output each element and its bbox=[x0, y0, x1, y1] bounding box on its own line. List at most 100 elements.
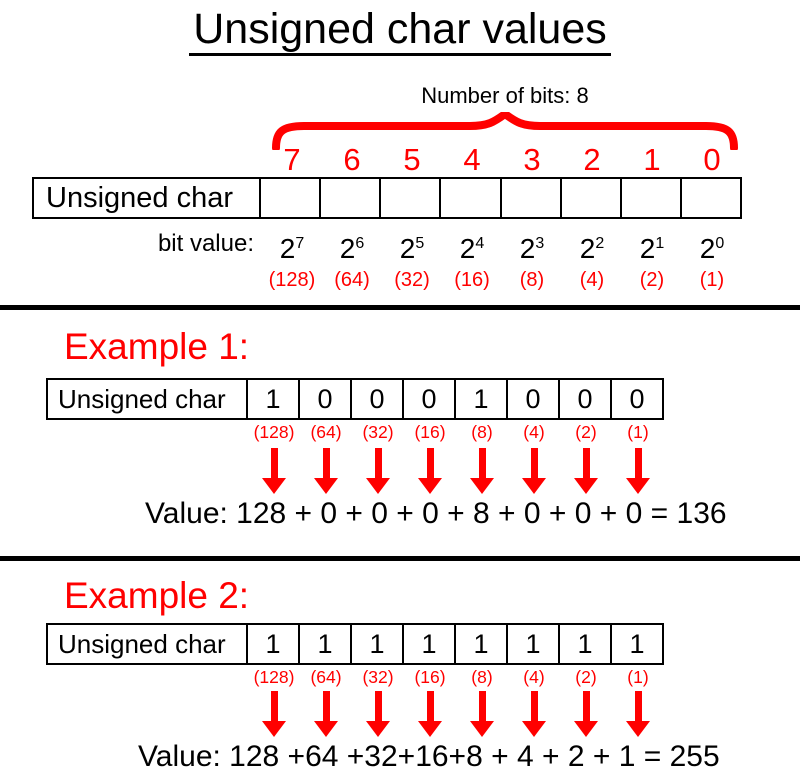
bit-cell bbox=[682, 179, 740, 217]
weight-label: (64) bbox=[334, 269, 370, 291]
example-1-register-table: Unsigned char 1 0 0 0 1 0 0 0 bbox=[46, 378, 664, 420]
arrow-down-icon bbox=[300, 448, 352, 494]
spacer bbox=[32, 268, 262, 292]
weight-label: (128) bbox=[253, 422, 295, 442]
bit-cell: 1 bbox=[456, 380, 508, 418]
bit-value-row: bit value: 27 26 25 24 23 22 21 20 bbox=[32, 227, 800, 266]
bit-cell bbox=[562, 179, 622, 217]
bit-index-1: 1 bbox=[643, 142, 661, 177]
weight-label: (1) bbox=[627, 667, 649, 687]
bit-index-6: 6 bbox=[343, 142, 361, 177]
weight-label: (16) bbox=[414, 422, 446, 442]
example-2-value-formula: Value: 128 +64 +32+16+8 + 4 + 2 + 1 = 25… bbox=[138, 740, 720, 773]
weight-label: (128) bbox=[268, 269, 316, 291]
weight-label: (8) bbox=[519, 269, 545, 291]
arrow-down-icon bbox=[404, 691, 456, 737]
bit-cell: 1 bbox=[248, 380, 300, 418]
weight-label: (1) bbox=[699, 269, 725, 291]
register-label: Unsigned char bbox=[34, 179, 262, 217]
example-1-arrow-row bbox=[248, 448, 800, 494]
example-2-arrow-row bbox=[248, 691, 800, 737]
example-1-heading: Example 1: bbox=[64, 326, 250, 367]
example-1-value-formula: Value: 128 + 0 + 0 + 0 + 8 + 0 + 0 + 0 =… bbox=[145, 497, 727, 530]
page-title: Unsigned char values bbox=[189, 6, 611, 56]
power-2-6: 26 bbox=[339, 233, 365, 264]
power-2-1: 21 bbox=[639, 233, 665, 264]
weight-label: (2) bbox=[575, 667, 597, 687]
bit-cell: 0 bbox=[560, 380, 612, 418]
section-divider bbox=[0, 556, 800, 561]
bit-cell bbox=[502, 179, 562, 217]
register-label: Unsigned char bbox=[48, 625, 248, 663]
number-of-bits-label: Number of bits: 8 bbox=[421, 83, 589, 108]
register-table: Unsigned char bbox=[32, 177, 742, 219]
example-2-section: Example 2: Unsigned char 1 1 1 1 1 1 1 1… bbox=[0, 574, 800, 773]
arrow-down-icon bbox=[352, 691, 404, 737]
weight-label: (32) bbox=[394, 269, 430, 291]
bit-cell: 0 bbox=[300, 380, 352, 418]
arrow-down-icon bbox=[456, 448, 508, 494]
weight-row: (128) (64) (32) (16) (8) (4) (2) (1) bbox=[32, 268, 800, 292]
example-1-section: Example 1: Unsigned char 1 0 0 0 1 0 0 0… bbox=[0, 325, 800, 530]
spacer bbox=[32, 143, 262, 177]
power-2-5: 25 bbox=[399, 233, 425, 264]
bit-cell: 1 bbox=[560, 625, 612, 663]
title-wrap: Unsigned char values bbox=[0, 0, 800, 57]
arrow-down-icon bbox=[456, 691, 508, 737]
arrow-down-icon bbox=[404, 448, 456, 494]
bit-cell: 1 bbox=[248, 625, 300, 663]
bit-cell bbox=[622, 179, 682, 217]
arrow-down-icon bbox=[508, 691, 560, 737]
arrow-down-icon bbox=[560, 448, 612, 494]
bit-cell: 1 bbox=[352, 625, 404, 663]
bit-cell bbox=[381, 179, 442, 217]
arrow-down-icon bbox=[352, 448, 404, 494]
bit-index-5: 5 bbox=[403, 142, 421, 177]
example-2-weight-row: (128) (64) (32) (16) (8) (4) (2) (1) bbox=[248, 666, 800, 688]
bit-index-7: 7 bbox=[283, 142, 301, 177]
register-label: Unsigned char bbox=[48, 380, 248, 418]
weight-label: (4) bbox=[523, 422, 545, 442]
power-2-7: 27 bbox=[279, 233, 305, 264]
bit-index-2: 2 bbox=[583, 142, 601, 177]
weight-label: (64) bbox=[310, 422, 342, 442]
bit-cell: 0 bbox=[629, 384, 645, 414]
weight-label: (8) bbox=[471, 422, 493, 442]
bit-cell bbox=[321, 179, 382, 217]
weight-label: (64) bbox=[310, 667, 342, 687]
example-2-register-table: Unsigned char 1 1 1 1 1 1 1 1 bbox=[46, 623, 664, 665]
bit-cell: 1 bbox=[629, 629, 645, 659]
example-2-heading: Example 2: bbox=[64, 575, 250, 616]
section-divider bbox=[0, 305, 800, 310]
weight-label: (2) bbox=[575, 422, 597, 442]
power-2-4: 24 bbox=[459, 233, 485, 264]
weight-label: (8) bbox=[471, 667, 493, 687]
power-2-0: 20 bbox=[699, 233, 725, 264]
bit-cell: 1 bbox=[508, 625, 560, 663]
arrow-down-icon bbox=[300, 691, 352, 737]
bit-cell: 0 bbox=[352, 380, 404, 418]
weight-label: (32) bbox=[362, 422, 394, 442]
bit-cell: 1 bbox=[300, 625, 352, 663]
bit-cell: 1 bbox=[404, 625, 456, 663]
bit-cell bbox=[261, 179, 322, 217]
power-2-3: 23 bbox=[519, 233, 545, 264]
weight-label: (2) bbox=[639, 269, 665, 291]
bit-index-0: 0 bbox=[703, 142, 721, 177]
bit-cell: 1 bbox=[456, 625, 508, 663]
bit-cell bbox=[441, 179, 502, 217]
bit-value-label: bit value: bbox=[157, 230, 254, 257]
bit-index-4: 4 bbox=[463, 142, 481, 177]
power-2-2: 22 bbox=[579, 233, 605, 264]
arrow-down-icon bbox=[612, 448, 664, 494]
bit-cell: 0 bbox=[508, 380, 560, 418]
arrow-down-icon bbox=[248, 691, 300, 737]
bit-index-3: 3 bbox=[523, 142, 541, 177]
bit-cell: 0 bbox=[404, 380, 456, 418]
weight-label: (16) bbox=[414, 667, 446, 687]
weight-label: (16) bbox=[454, 269, 490, 291]
arrow-down-icon bbox=[612, 691, 664, 737]
arrow-down-icon bbox=[248, 448, 300, 494]
bit-index-row: 7 6 5 4 3 2 1 0 bbox=[32, 143, 800, 177]
